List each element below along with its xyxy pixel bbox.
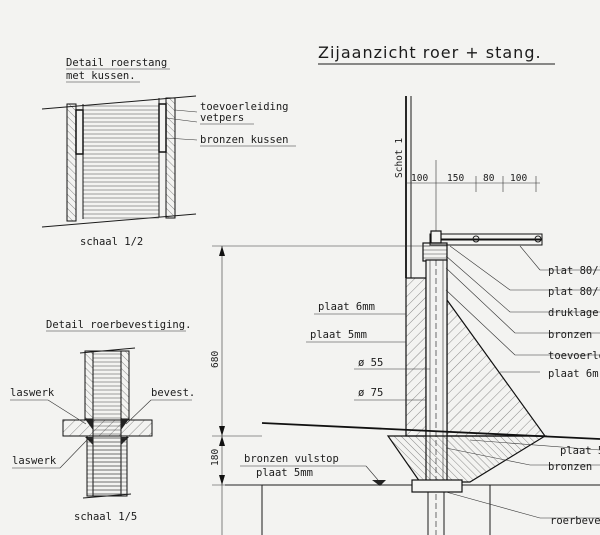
- detail-roerstang: Detail roerstang met kussen. toevoerleid…: [41, 57, 296, 248]
- label-plaat-6m: plaat 6m: [548, 368, 599, 380]
- dim-100-a: 100: [411, 173, 428, 184]
- filler-plug: [411, 479, 463, 493]
- label-schot: Schot 1: [394, 138, 405, 178]
- label-plat-80-a: plat 80/1: [548, 265, 600, 277]
- dim-150: 150: [447, 173, 464, 184]
- detail1-title-line2: met kussen.: [66, 70, 136, 82]
- stock-head: [430, 230, 442, 244]
- label-dia-55: ø 55: [358, 357, 383, 369]
- label-bronzen-b: bronzen: [548, 461, 592, 473]
- label-plaat-5mm: plaat 5mm: [310, 329, 367, 341]
- label-plaat-5mm-b: plaat 5mm: [256, 467, 313, 479]
- detail2-tube-left: [84, 350, 94, 420]
- label-laswerk-bottom: laswerk: [12, 455, 57, 467]
- main-title: Zijaanzicht roer + stang.: [318, 43, 542, 62]
- dim-180: 180: [210, 449, 221, 466]
- detail2-scale: schaal 1/5: [74, 511, 137, 523]
- label-roerbevestiging: roerbeve: [550, 515, 600, 527]
- detail-roerbevestiging: Detail roerbevestiging. laswerk bevest. …: [10, 319, 195, 523]
- detail2-weld-right: [121, 419, 129, 430]
- gusset-plate: [446, 278, 547, 437]
- label-dia-75: ø 75: [358, 387, 383, 399]
- main-side-view: Schot 1 100 150 80 100: [210, 96, 600, 535]
- detail1-bushing-right: [158, 103, 167, 153]
- detail2-flange: [62, 419, 153, 437]
- label-druklager: druklage: [548, 307, 599, 319]
- label-toevoerleiding: toevoerleiding: [200, 101, 289, 113]
- deck-line: [261, 422, 600, 440]
- label-plaat-5m: plaat 5m: [560, 445, 600, 457]
- dim-100-b: 100: [510, 173, 527, 184]
- label-bronzen-kussen: bronzen kussen: [200, 134, 289, 146]
- label-plaat-6mm: plaat 6mm: [318, 301, 375, 313]
- detail1-title-line1: Detail roerstang: [66, 57, 167, 69]
- label-bevest: bevest.: [151, 387, 195, 399]
- hull-block: [386, 435, 548, 483]
- detail1-bushing-left: [75, 109, 84, 155]
- label-toevoerleiding-main: toevoerle: [548, 350, 600, 362]
- detail1-scale: schaal 1/2: [80, 236, 143, 248]
- detail2-title: Detail roerbevestiging.: [46, 319, 191, 331]
- detail1-shaft: [83, 104, 159, 219]
- detail2-break-bottom: [82, 493, 132, 499]
- tiller-arm-upper: [429, 233, 543, 240]
- label-plat-80-b: plat 80/1: [548, 286, 600, 298]
- dim-680: 680: [210, 351, 221, 368]
- label-laswerk-top: laswerk: [10, 387, 55, 399]
- detail1-wall-right: [165, 97, 176, 219]
- detail2-tube-right: [120, 350, 130, 420]
- stiffener-plate: [405, 277, 427, 437]
- detail1-wall-left: [66, 103, 77, 222]
- detail2-lower-shaft: [86, 435, 128, 497]
- dim-80: 80: [483, 173, 495, 184]
- detail2-break-top: [79, 347, 136, 354]
- label-bronzen-vulstop: bronzen vulstop: [244, 453, 339, 465]
- detail2-weld-left: [85, 419, 93, 430]
- label-bronzen-a: bronzen: [548, 329, 592, 341]
- label-vetpers: vetpers: [200, 112, 244, 124]
